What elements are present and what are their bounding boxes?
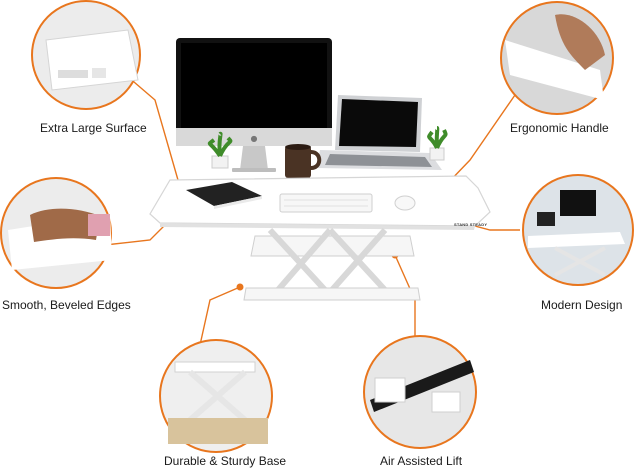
detail-image-durable-sturdy-base	[159, 339, 273, 453]
label-air-assisted-lift: Air Assisted Lift	[380, 454, 463, 468]
scissor-base-image	[243, 227, 421, 301]
label-smooth-beveled-edges: Smooth, Beveled Edges	[2, 298, 131, 312]
monitor-image: ●	[176, 38, 332, 172]
plant-right-image	[427, 126, 448, 161]
keyboard-image	[279, 193, 373, 213]
connector-line-durable-sturdy-base	[199, 286, 241, 346]
detail-image-ergonomic-handle	[500, 1, 614, 115]
callout-dot	[236, 283, 244, 291]
label-ergonomic-handle: Ergonomic Handle	[510, 121, 609, 135]
plant-left-image	[207, 131, 233, 169]
detail-image-smooth-beveled-edges	[0, 177, 112, 289]
connector-line-ergonomic-handle	[445, 94, 516, 186]
laptop-image	[316, 95, 442, 170]
label-extra-large-surface: Extra Large Surface	[40, 121, 147, 135]
svg-text:●: ●	[251, 134, 258, 143]
label-modern-design: Modern Design	[541, 298, 623, 312]
detail-image-modern-design	[522, 174, 634, 286]
detail-image-extra-large-surface	[31, 0, 141, 110]
detail-image-air-assisted-lift	[363, 335, 477, 449]
brand-logo: STAND STEADY	[454, 222, 488, 227]
label-durable-sturdy-base: Durable & Sturdy Base	[164, 454, 287, 468]
coffee-mug-image	[285, 144, 322, 178]
notebook-image	[186, 182, 262, 209]
mouse-image	[394, 195, 416, 211]
